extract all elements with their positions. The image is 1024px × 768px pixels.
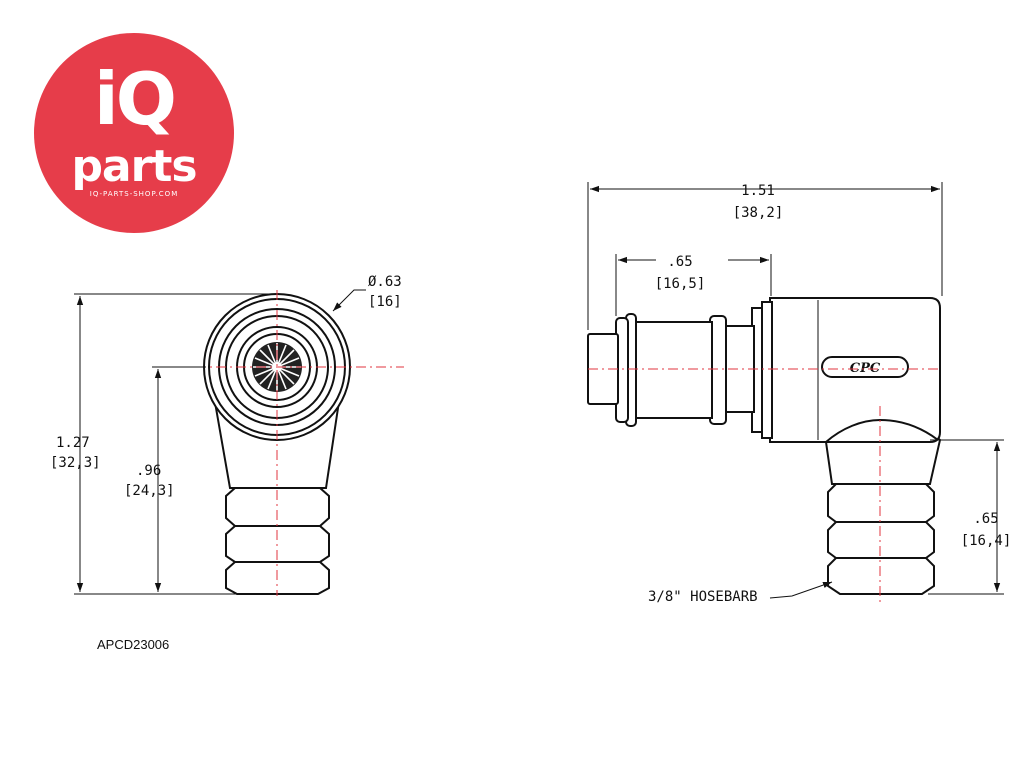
dim-center-height-inch: .96 — [136, 463, 161, 479]
hosebarb-leader — [769, 581, 833, 599]
dim-total-height-mm: [32,3] — [50, 455, 101, 471]
logo-url: IQ-PARTS-SHOP.COM — [89, 190, 179, 198]
logo-brand-sub: parts — [71, 141, 197, 192]
logo-brand-main: iQ — [94, 57, 177, 141]
dim-diameter-inch: Ø.63 — [368, 274, 402, 290]
side-barb-ring-3 — [827, 557, 935, 595]
hosebarb-label: 3/8" HOSEBARB — [648, 589, 758, 605]
dim-center-height-mm: [24,3] — [124, 483, 175, 499]
front-view — [196, 290, 404, 596]
dim-barb-length-inch: .65 — [973, 511, 998, 527]
front-view-dimensions: Ø.63 [16] 1.27 [32,3] .96 [24,3] — [50, 274, 402, 595]
side-view: CPC — [587, 297, 942, 606]
dim-total-length-mm: [38,2] — [733, 205, 784, 221]
dim-total-length-inch: 1.51 — [741, 183, 775, 199]
side-insert-body — [631, 321, 713, 419]
dim-insert-length-inch: .65 — [667, 254, 692, 270]
side-collar-ring-2 — [761, 301, 773, 439]
side-barb-ring-1 — [827, 483, 935, 523]
dim-insert-length-mm: [16,5] — [655, 276, 706, 292]
dim-total-height-inch: 1.27 — [56, 435, 90, 451]
iq-parts-logo: iQ parts IQ-PARTS-SHOP.COM — [34, 33, 234, 233]
dim-leader-diameter — [332, 289, 366, 312]
part-number-label: APCD23006 — [97, 637, 170, 652]
dim-diameter-mm: [16] — [368, 294, 402, 310]
side-barb-ring-2 — [827, 521, 935, 559]
cpc-mark-badge — [821, 356, 909, 378]
side-view-dimensions: 1.51 [38,2] .65 [16,5] .65 [16,4] 3/8" H… — [587, 182, 1012, 605]
cpc-mark-text: CPC — [850, 361, 881, 376]
dim-barb-length-mm: [16,4] — [961, 533, 1012, 549]
